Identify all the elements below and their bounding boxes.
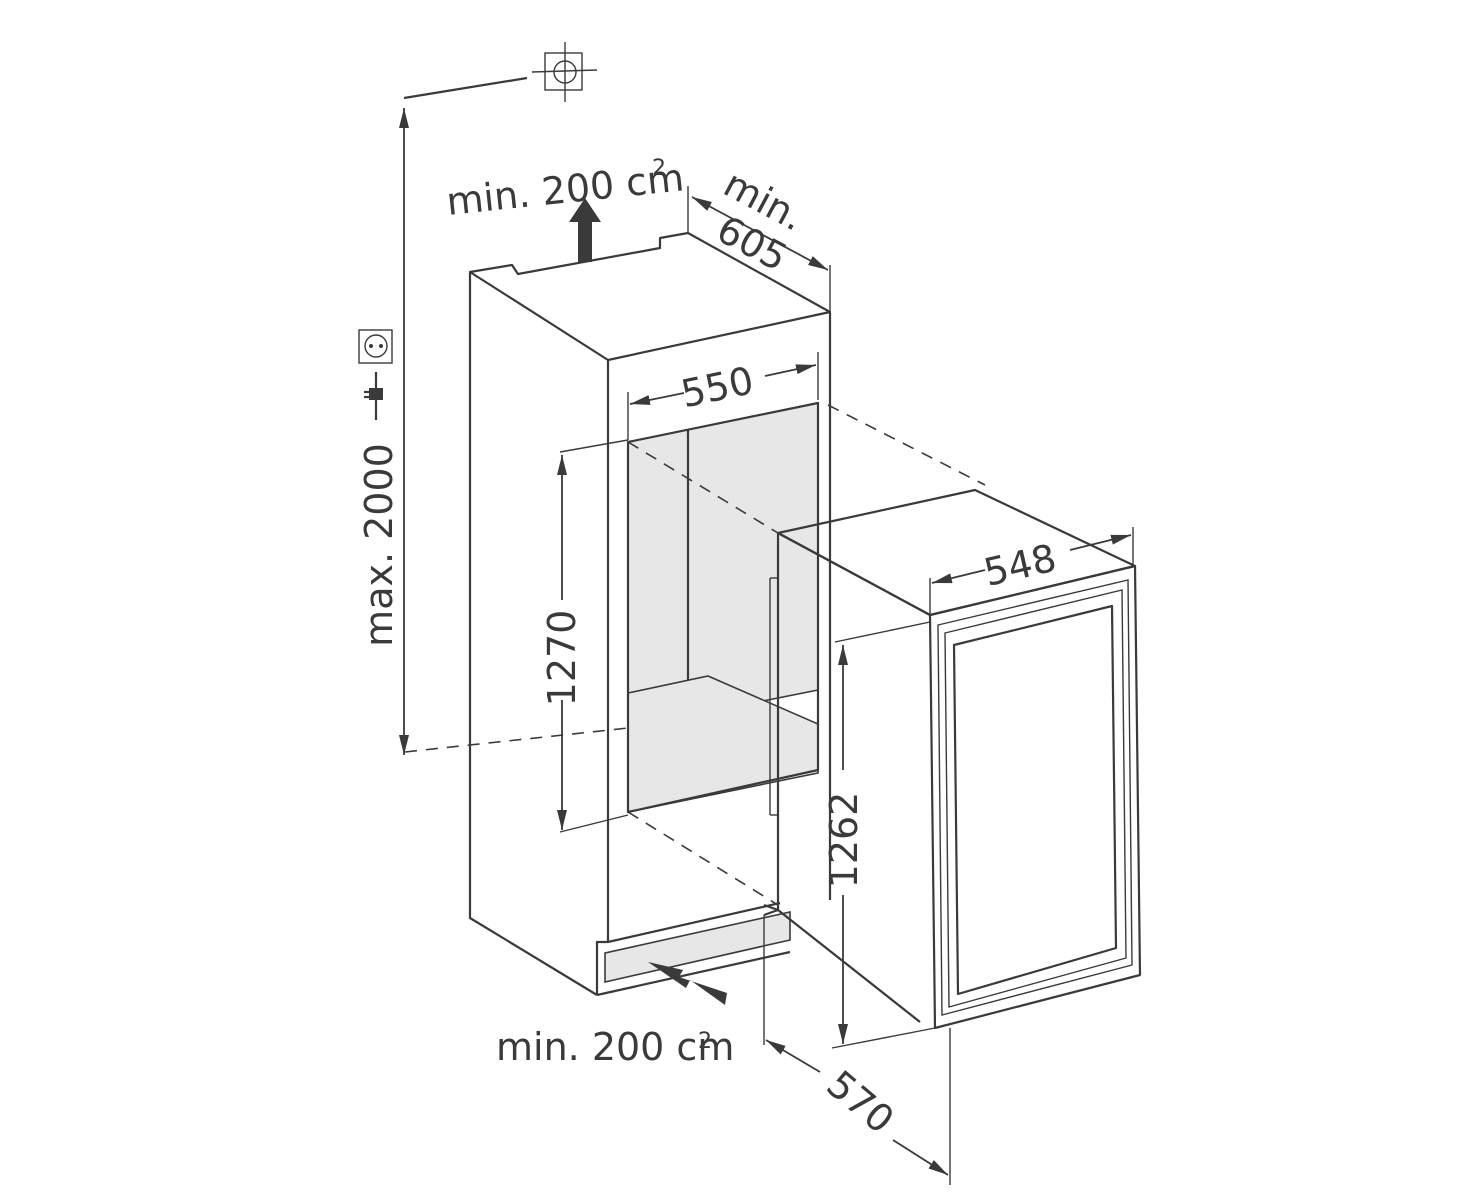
app-width-arrow-right (1069, 534, 1132, 551)
app-height-ext-top (834, 621, 931, 643)
bottom-vent-slot (604, 911, 791, 984)
appliance-height-dimension: 1262 (822, 621, 936, 1049)
socket-ring (364, 334, 388, 358)
door-glass (952, 604, 1118, 996)
cabinet-plinth-edge (595, 940, 608, 995)
vent-top-label: min. 200 cm (444, 155, 686, 224)
niche-back-wall (627, 402, 819, 729)
niche-height-ext-bottom (559, 814, 629, 833)
cabinet-bottom-edge (607, 901, 781, 944)
proj-bottom-left (627, 811, 779, 906)
door-frame-2 (944, 589, 1127, 1008)
vent-top-arrow-icon (569, 198, 601, 262)
proj-top-right (827, 404, 986, 486)
appliance-depth-dimension: 570 (763, 915, 951, 1185)
proj-top-left (627, 441, 779, 534)
depth-605-dimension: min. 605 (687, 161, 831, 312)
vent-bottom-sup: 2 (698, 1029, 712, 1054)
socket-outline (358, 329, 393, 364)
niche-height-label: 1270 (540, 610, 584, 707)
app-width-arrow-left (931, 569, 986, 584)
vent-bottom-label: min. 200 cm (496, 1025, 734, 1069)
socket-pin-right (379, 344, 383, 348)
door-outer (928, 564, 1142, 1030)
appliance-top-front-edge (777, 532, 931, 616)
niche-width-arrow-right (764, 364, 817, 377)
door-frame-1 (937, 579, 1133, 1016)
vent-bottom-arrow-icon (648, 962, 727, 1005)
socket-pin-left (369, 344, 373, 348)
cabinet-base-edge (596, 950, 791, 997)
max-height-dimension: max. 2000 (357, 108, 409, 755)
power-socket-icon (358, 329, 393, 364)
projection-lines (404, 404, 986, 906)
appliance-foot (763, 903, 780, 917)
depth-arrow (691, 196, 829, 271)
niche-height-ext-top (559, 439, 629, 453)
appliance-depth-label: 570 (818, 1062, 902, 1142)
max-height-label: max. 2000 (357, 443, 401, 647)
proj-floor-line (404, 727, 629, 753)
app-depth-arrow-left (765, 1039, 821, 1073)
app-depth-arrow-right (892, 1139, 949, 1176)
niche-width-arrow-left (629, 392, 685, 405)
ceiling-line (403, 76, 528, 100)
appliance-top (776, 488, 1137, 617)
vent-top: min. 200 cm 2 (444, 155, 686, 262)
plug-body (369, 388, 383, 400)
power-plug-icon (364, 372, 383, 420)
niche-height-dimension: 1270 (540, 439, 629, 833)
appliance-width-dimension: 548 (929, 527, 1134, 615)
cabinet-left-edges (468, 270, 609, 996)
appliance-height-label: 1262 (822, 792, 866, 889)
niche-opening (626, 401, 820, 814)
appliance (763, 488, 1142, 1030)
app-height-ext-bottom (831, 1027, 936, 1049)
anchor-point-icon (403, 42, 598, 102)
niche-cabinet (468, 231, 832, 997)
vent-top-sup: 2 (652, 156, 666, 181)
niche-width-label: 550 (677, 358, 757, 416)
vent-bottom: min. 200 cm 2 (496, 962, 734, 1069)
cabinet-top-back (469, 231, 831, 313)
